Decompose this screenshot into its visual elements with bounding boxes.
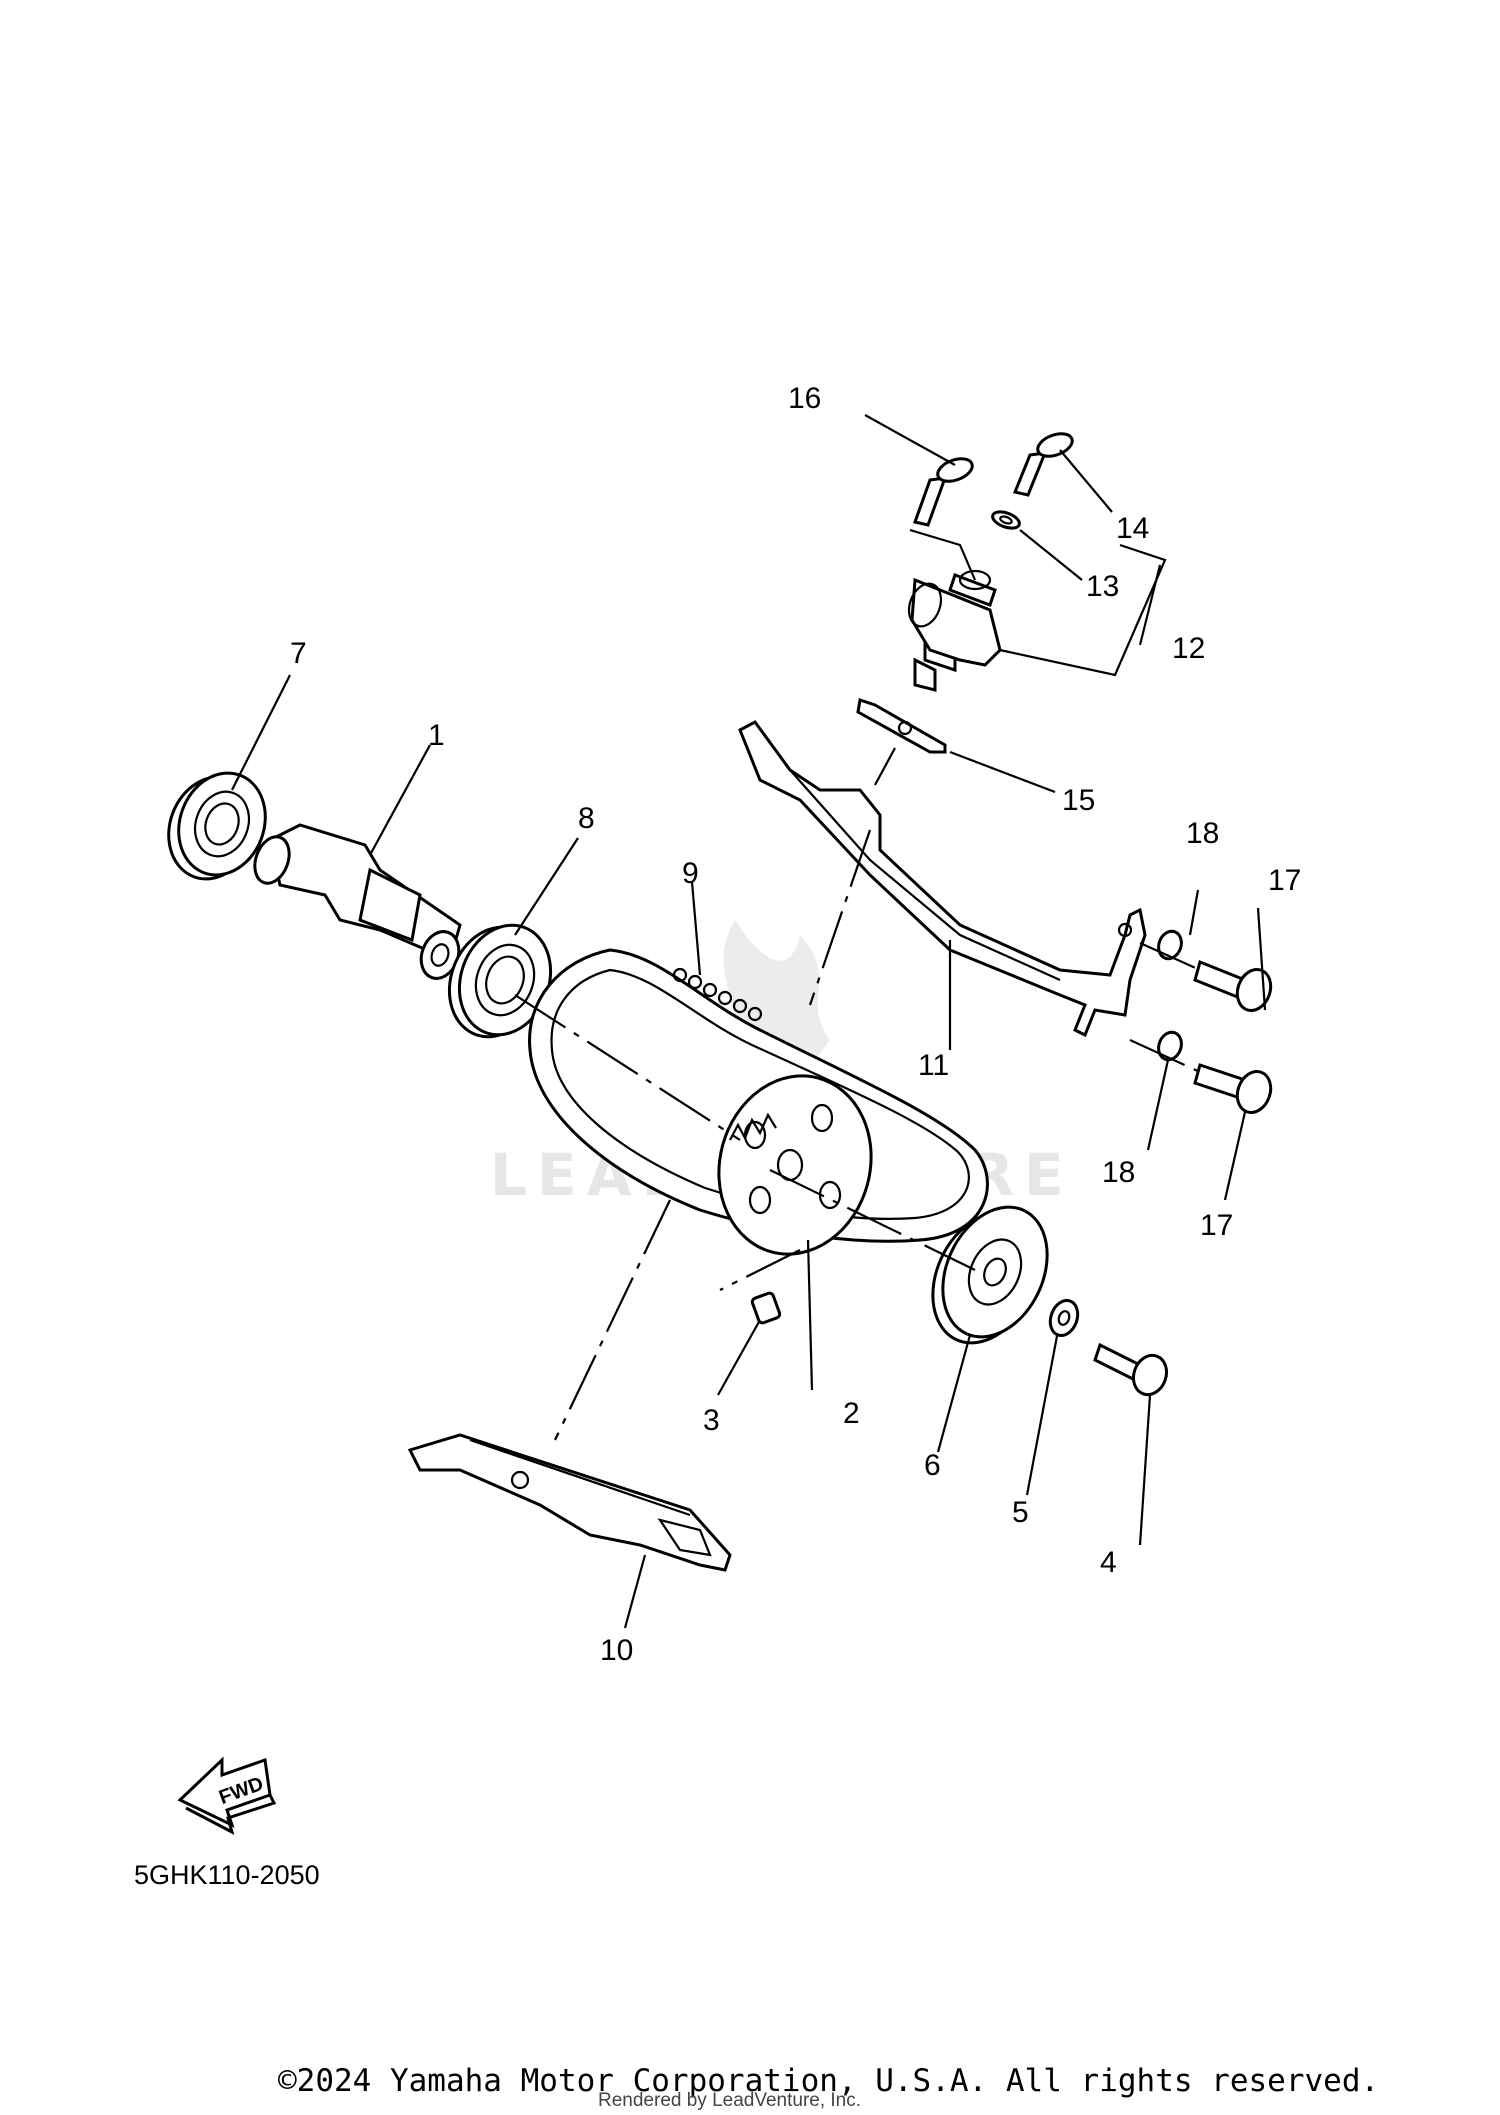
chain-links — [672, 967, 763, 1022]
part-12-tensioner[interactable] — [903, 569, 1002, 692]
part-3-dowel-pin[interactable] — [750, 1291, 782, 1325]
part-1-camshaft[interactable] — [249, 823, 465, 984]
part-number-labels: 16 14 13 12 7 1 15 8 18 17 9 11 18 17 3 … — [290, 382, 1301, 1667]
label-18-upper[interactable]: 18 — [1186, 817, 1219, 850]
leader-lines — [231, 414, 1267, 1629]
part-14-bolt[interactable] — [1012, 429, 1075, 497]
rendered-by-notice: Rendered by LeadVenture, Inc. — [598, 2090, 862, 2111]
label-11[interactable]: 11 — [918, 1049, 949, 1082]
label-7[interactable]: 7 — [290, 637, 307, 670]
label-8[interactable]: 8 — [578, 802, 595, 835]
label-10[interactable]: 10 — [600, 1634, 633, 1667]
label-18-lower[interactable]: 18 — [1102, 1156, 1135, 1189]
part-13-gasket[interactable] — [990, 509, 1021, 532]
part-18-washer-upper[interactable] — [1155, 928, 1185, 962]
part-11-tensioner-guide[interactable] — [738, 720, 1147, 1038]
part-18-washer-lower[interactable] — [1155, 1029, 1185, 1063]
label-3[interactable]: 3 — [703, 1404, 720, 1437]
part-16-bolt[interactable] — [913, 454, 975, 527]
label-17-upper[interactable]: 17 — [1268, 864, 1301, 897]
label-4[interactable]: 4 — [1100, 1546, 1117, 1579]
label-12[interactable]: 12 — [1172, 632, 1205, 665]
label-16[interactable]: 16 — [788, 382, 821, 415]
label-1[interactable]: 1 — [428, 719, 445, 752]
label-6[interactable]: 6 — [924, 1449, 941, 1482]
label-13[interactable]: 13 — [1086, 570, 1119, 603]
label-14[interactable]: 14 — [1116, 512, 1149, 545]
diagram-code: 5GHK110-2050 — [134, 1860, 320, 1890]
copyright-notice: ©2024 Yamaha Motor Corporation, U.S.A. A… — [278, 2063, 1380, 2099]
label-2[interactable]: 2 — [843, 1397, 860, 1430]
part-4-bolt[interactable] — [1093, 1342, 1172, 1399]
label-9[interactable]: 9 — [682, 857, 699, 890]
fwd-arrow-icon: FWD — [177, 1756, 277, 1835]
part-15-gasket[interactable] — [856, 698, 947, 754]
part-8-bearing[interactable] — [435, 912, 566, 1049]
part-17-bolt-lower[interactable] — [1193, 1063, 1276, 1117]
part-5-washer[interactable] — [1046, 1297, 1083, 1340]
part-10-chain-guide[interactable] — [407, 1433, 732, 1572]
label-5[interactable]: 5 — [1012, 1496, 1029, 1529]
part-6-plate[interactable] — [913, 1190, 1067, 1360]
part-2-cam-sprocket[interactable] — [699, 1059, 890, 1272]
label-17-lower[interactable]: 17 — [1200, 1209, 1233, 1242]
label-15[interactable]: 15 — [1062, 784, 1095, 817]
assembly-center-lines — [514, 747, 1201, 1441]
